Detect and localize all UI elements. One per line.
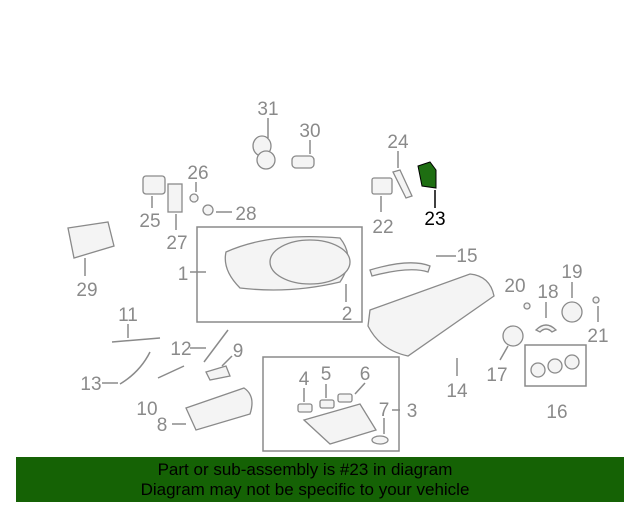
part-4-5-6-buttons	[297, 382, 366, 413]
part-12-cable	[190, 329, 229, 363]
callout-30[interactable]: 30	[299, 121, 320, 142]
callout-23-highlighted[interactable]: 23	[424, 209, 445, 230]
part-13-cable	[102, 351, 151, 385]
callout-21[interactable]: 21	[587, 326, 608, 347]
callout-24[interactable]: 24	[387, 132, 409, 153]
callout-15[interactable]: 15	[456, 246, 477, 267]
part-9-lever	[205, 355, 233, 381]
part-31-socket	[252, 118, 276, 170]
part-8-actuator	[172, 387, 253, 431]
info-banner: Part or sub-assembly is #23 in diagram D…	[16, 457, 624, 502]
part-14-bezel	[367, 273, 495, 376]
part-27-plate	[167, 183, 183, 230]
part-3-control-unit	[302, 403, 400, 445]
part-22-connector	[371, 177, 393, 212]
callout-13[interactable]: 13	[80, 374, 101, 395]
callout-11[interactable]: 11	[118, 305, 138, 326]
callout-27[interactable]: 27	[166, 233, 187, 254]
callout-6[interactable]: 6	[360, 364, 371, 385]
part-11-cable	[111, 324, 161, 343]
callout-14[interactable]: 14	[446, 381, 468, 402]
callout-3[interactable]: 3	[407, 401, 418, 422]
part-10-cable	[157, 365, 185, 379]
part-16-knobs	[530, 354, 580, 378]
callout-12[interactable]: 12	[170, 339, 191, 360]
callout-25[interactable]: 25	[139, 211, 160, 232]
part-26-clip	[189, 182, 199, 203]
part-18-clip	[534, 302, 558, 333]
callout-22[interactable]: 22	[372, 217, 393, 238]
part-29-panel	[67, 221, 115, 276]
callout-4[interactable]: 4	[299, 369, 310, 390]
callout-8[interactable]: 8	[157, 415, 168, 436]
part-15-trim	[369, 255, 456, 277]
control-group-box	[262, 356, 400, 452]
callout-20[interactable]: 20	[504, 276, 525, 297]
callout-7[interactable]: 7	[379, 400, 390, 421]
callout-16[interactable]: 16	[546, 402, 567, 423]
callout-28[interactable]: 28	[235, 204, 256, 225]
callout-10[interactable]: 10	[136, 399, 157, 420]
callout-2[interactable]: 2	[342, 304, 353, 325]
callout-26[interactable]: 26	[187, 163, 208, 184]
part-30-lighter	[291, 140, 315, 169]
callout-1[interactable]: 1	[178, 264, 189, 285]
part-1-2-cluster	[190, 236, 351, 302]
callout-19[interactable]: 19	[561, 262, 582, 283]
banner-line-1: Part or sub-assembly is #23 in diagram	[157, 460, 453, 479]
part-17-ring	[499, 325, 524, 361]
part-23-switch	[417, 161, 437, 208]
cluster-group-box	[196, 226, 363, 323]
knob-group-box	[524, 344, 587, 387]
callout-31[interactable]: 31	[257, 99, 278, 120]
part-25-bracket	[142, 175, 166, 208]
part-20-screw	[523, 302, 531, 310]
callout-29[interactable]: 29	[76, 280, 97, 301]
callout-9[interactable]: 9	[233, 341, 244, 362]
banner-line-2: Diagram may not be specific to your vehi…	[140, 480, 470, 499]
callout-5[interactable]: 5	[321, 364, 332, 385]
callout-17[interactable]: 17	[486, 365, 507, 386]
callout-18[interactable]: 18	[537, 282, 558, 303]
part-19-ring	[561, 282, 583, 323]
part-28-nut	[202, 204, 232, 216]
part-21-screw	[592, 296, 600, 322]
part-24-bracket	[392, 151, 413, 199]
